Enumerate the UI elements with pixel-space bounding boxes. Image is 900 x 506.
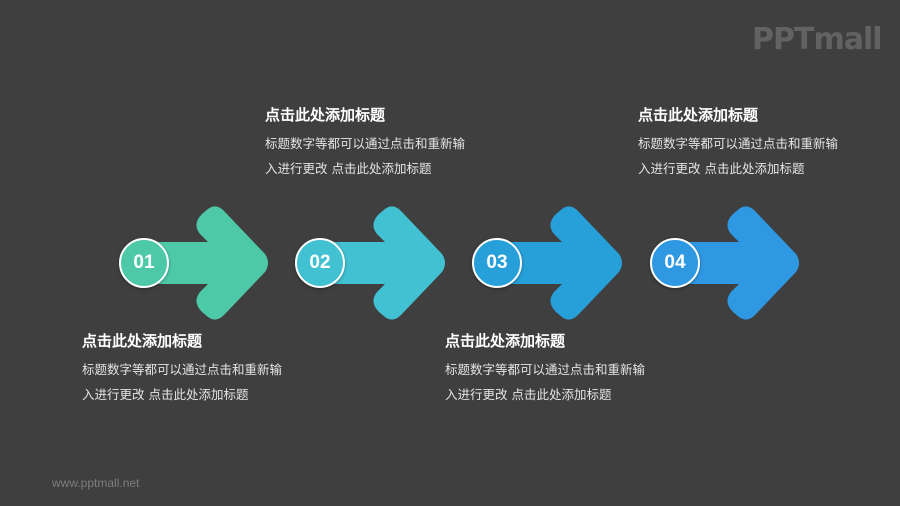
step-2-title[interactable]: 点击此处添加标题 xyxy=(265,106,386,124)
step-1-title[interactable]: 点击此处添加标题 xyxy=(82,332,203,350)
step-1-text: 点击此处添加标题 标题数字等都可以通过点击和重新输 入进行更改 点击此处添加标题 xyxy=(82,331,322,407)
step-1-arrow-icon xyxy=(130,200,290,330)
step-4-arrow-icon xyxy=(661,200,821,330)
step-1-body-line2[interactable]: 入进行更改 点击此处添加标题 xyxy=(82,387,249,402)
step-3-body-line1[interactable]: 标题数字等都可以通过点击和重新输 xyxy=(445,362,646,377)
step-4-number-badge: 04 xyxy=(650,238,700,288)
step-1-number-badge: 01 xyxy=(119,238,169,288)
step-3-number-badge: 03 xyxy=(472,238,522,288)
step-2-body-line2[interactable]: 入进行更改 点击此处添加标题 xyxy=(265,161,432,176)
step-3-arrow-icon xyxy=(484,200,644,330)
step-2-text: 点击此处添加标题 标题数字等都可以通过点击和重新输 入进行更改 点击此处添加标题 xyxy=(265,105,505,181)
step-2-arrow-icon xyxy=(307,200,467,330)
step-4-title[interactable]: 点击此处添加标题 xyxy=(638,106,759,124)
step-4-body-line1[interactable]: 标题数字等都可以通过点击和重新输 xyxy=(638,136,839,151)
step-3-title[interactable]: 点击此处添加标题 xyxy=(445,332,566,350)
step-3-body-line2[interactable]: 入进行更改 点击此处添加标题 xyxy=(445,387,612,402)
step-4-body-line2[interactable]: 入进行更改 点击此处添加标题 xyxy=(638,161,805,176)
step-1-body-line1[interactable]: 标题数字等都可以通过点击和重新输 xyxy=(82,362,283,377)
pptmall-logo: PPTmall xyxy=(752,22,883,57)
step-2-number-badge: 02 xyxy=(295,238,345,288)
step-3-text: 点击此处添加标题 标题数字等都可以通过点击和重新输 入进行更改 点击此处添加标题 xyxy=(445,331,685,407)
step-4-text: 点击此处添加标题 标题数字等都可以通过点击和重新输 入进行更改 点击此处添加标题 xyxy=(638,105,878,181)
step-2-body-line1[interactable]: 标题数字等都可以通过点击和重新输 xyxy=(265,136,466,151)
footer-url: www.pptmall.net xyxy=(52,476,140,490)
